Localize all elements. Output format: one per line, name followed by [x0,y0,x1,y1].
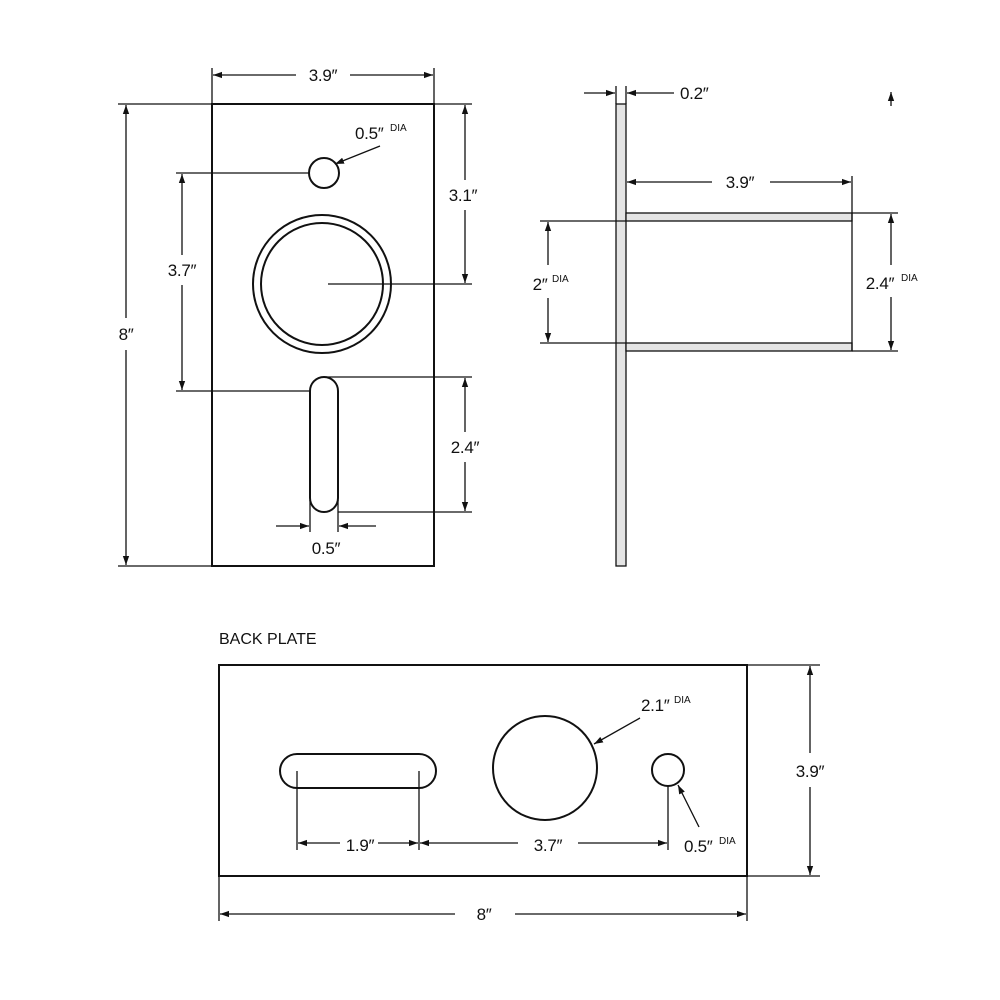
back-small-hole-unit: DIA [719,836,736,847]
front-height-label: 8″ [119,325,134,344]
front-slot [309,376,339,513]
front-slot-length-label: 2.4″ [451,438,480,457]
back-large-hole [492,715,598,821]
side-length-label: 3.9″ [726,173,755,192]
front-hole-leader [334,145,381,165]
front-hole-label: 0.5″ [355,124,384,143]
side-thickness-label: 0.2″ [680,84,709,103]
back-plate [218,664,748,877]
back-slot-label: 1.9″ [346,836,375,855]
back-small-hole [651,753,685,787]
back-slot [279,753,437,789]
front-hole-unit: DIA [390,123,407,134]
side-inner-label: 2″ [533,275,548,294]
back-plate-title: BACK PLATE [219,631,317,648]
front-plate [211,103,435,567]
side-tube-top-wall [625,212,853,222]
back-large-hole-unit: DIA [674,695,691,706]
back-large-hole-leader [593,717,641,745]
back-plate-view: BACK PLATE 3.9″ 8″ 2.1″ DIA 0.5″ DIA 1.9… [218,631,825,924]
side-outer-unit: DIA [901,273,918,284]
back-large-hole-label: 2.1″ [641,696,670,715]
side-tube-bottom-wall [625,342,853,352]
back-spacing-label: 3.7″ [534,836,563,855]
back-height-label: 3.9″ [796,762,825,781]
front-width-label: 3.9″ [309,66,338,85]
back-width-label: 8″ [477,905,492,924]
front-offset-label: 3.7″ [168,261,197,280]
side-outer-label: 2.4″ [866,274,895,293]
front-small-hole [308,157,340,189]
side-plate [615,103,627,567]
back-small-hole-leader [677,784,700,828]
side-inner-unit: DIA [552,274,569,285]
front-tube-label: 3.1″ [449,186,478,205]
side-view: 0.2″ 3.9″ 2″ DIA 2.4″ DIA [533,84,918,567]
front-view: 3.9″ 8″ 0.5″ DIA 3.7″ 3.1″ 2.4″ [118,66,480,567]
front-slot-width-label: 0.5″ [312,539,341,558]
back-small-hole-label: 0.5″ [684,837,713,856]
